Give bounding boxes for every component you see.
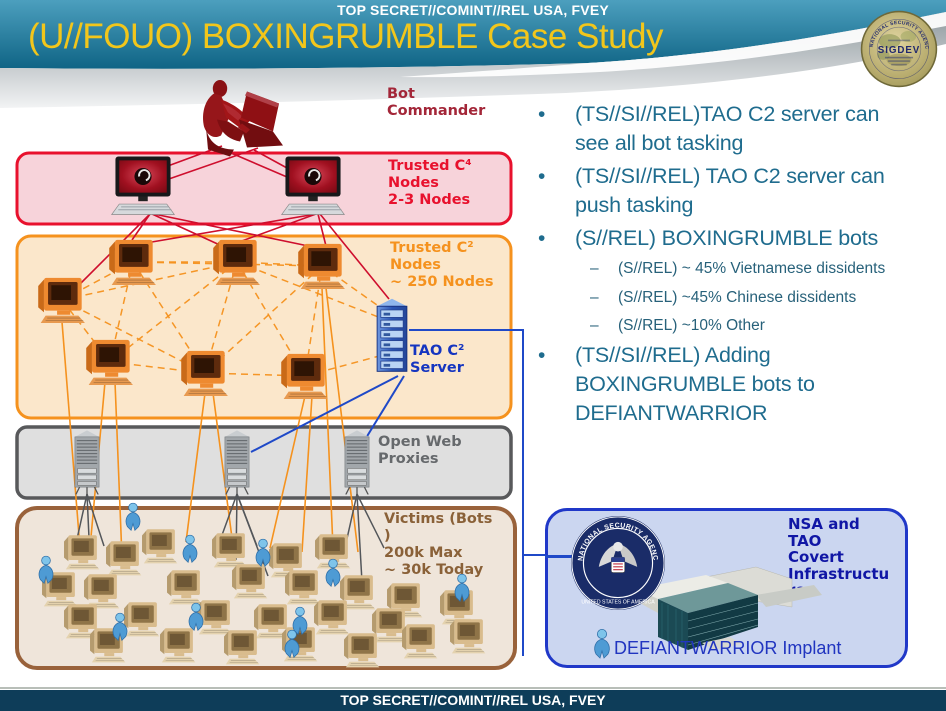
sub-bullet-item: – (S//REL) ~45% Chinese dissidents xyxy=(590,284,914,313)
implant-person-icon xyxy=(594,629,610,659)
footer-divider xyxy=(0,687,946,689)
victim-pc-icon xyxy=(166,569,203,605)
victim-pc-icon xyxy=(284,569,321,605)
c2-nodes-label: Trusted C² Nodes ~ 250 Nodes xyxy=(390,240,494,290)
bullet-item: • (TS//SI//REL) TAO C2 server can push ta… xyxy=(538,162,914,220)
c4-node-pc-icon xyxy=(280,156,346,216)
proxies-box xyxy=(15,425,513,500)
c4-node-pc-icon xyxy=(110,156,176,216)
victim-pc-icon xyxy=(449,618,486,654)
c2-node-pc-icon xyxy=(85,339,134,386)
bullet-item: • (TS//SI//REL) Adding BOXINGRUMBLE bots … xyxy=(538,341,914,428)
dash-marker: – xyxy=(590,260,599,277)
sub-bullet-item: – (S//REL) ~ 45% Vietnamese dissidents xyxy=(590,255,914,284)
bullet-text: (S//REL) BOXINGRUMBLE bots xyxy=(575,226,879,250)
c2-node-pc-icon xyxy=(37,277,86,324)
dash-marker: – xyxy=(590,317,599,334)
victim-pc-icon xyxy=(231,563,268,599)
c2-node-pc-icon xyxy=(297,243,346,290)
bullet-marker: • xyxy=(538,227,546,250)
tao-server-label: TAO C² Server xyxy=(410,343,465,376)
victim-pc-icon xyxy=(83,573,120,609)
victims-label: Victims (Bots ) 200k Max ~ 30k Today xyxy=(384,511,493,578)
c2-node-pc-icon xyxy=(212,239,261,286)
bot-commander-label: Bot Commander xyxy=(387,86,486,119)
sigdev-seal-text: SIGDEV xyxy=(878,45,920,56)
proxy-tower-icon xyxy=(74,429,100,495)
bullet-text: (S//REL) ~10% Other xyxy=(618,317,765,334)
victim-pc-icon xyxy=(105,540,142,576)
victim-pc-icon xyxy=(343,632,380,668)
bullet-text: (S//REL) ~45% Chinese dissidents xyxy=(618,288,857,306)
victim-pc-icon xyxy=(313,599,350,635)
c2-node-pc-icon xyxy=(108,239,157,286)
bullet-text: (TS//SI//REL)TAO C2 server can see all b… xyxy=(575,102,880,155)
nsa-seal-bottom-text: UNITED STATES OF AMERICA xyxy=(581,599,655,605)
sigdev-seal: NATIONAL SECURITY AGENCY SIGDEV xyxy=(860,10,938,88)
defiantwarrior-caption: DEFIANTWARRIOR Implant xyxy=(614,638,842,658)
c2-to-victim-links xyxy=(61,287,359,559)
tao-link-into-box xyxy=(545,555,581,558)
c2-node-pc-icon xyxy=(280,353,329,400)
bullet-item: • (S//REL) BOXINGRUMBLE bots xyxy=(538,224,914,253)
nsa-building-image xyxy=(636,566,822,650)
bullet-marker: • xyxy=(538,103,546,126)
bullet-list: • (TS//SI//REL)TAO C2 server can see all … xyxy=(538,100,914,432)
classification-banner-bottom: TOP SECRET//COMINT//REL USA, FVEY xyxy=(0,690,946,711)
proxy-tower-icon xyxy=(344,429,370,495)
c4-nodes-label: Trusted C⁴ Nodes 2-3 Nodes xyxy=(388,158,472,208)
bullet-item: • (TS//SI//REL)TAO C2 server can see all … xyxy=(538,100,914,158)
victim-pc-icon xyxy=(63,534,100,570)
bullet-text: (S//REL) ~ 45% Vietnamese dissidents xyxy=(618,260,886,277)
tao-server-links xyxy=(250,329,545,656)
nsa-infrastructure-label: NSA and TAO Covert Infrastructu re xyxy=(788,515,890,598)
classification-banner-top: TOP SECRET//COMINT//REL USA, FVEY xyxy=(337,2,609,18)
bullet-marker: • xyxy=(538,343,546,367)
tao-server-icon xyxy=(376,298,408,372)
c2-node-pc-icon xyxy=(180,350,229,397)
bullet-text: (TS//SI//REL) TAO C2 server can push tas… xyxy=(575,164,885,217)
victim-pc-icon xyxy=(123,601,160,637)
header-band xyxy=(0,0,946,108)
bot-commander-figure xyxy=(203,80,283,157)
nsa-infrastructure-box: NATIONAL SECURITY AGENCY UNITED STATES O… xyxy=(545,508,908,668)
sub-bullet-item: – (S//REL) ~10% Other xyxy=(590,312,914,341)
nsa-seal: NATIONAL SECURITY AGENCY UNITED STATES O… xyxy=(570,515,666,611)
victim-pc-icon xyxy=(141,528,178,564)
victim-pc-icon xyxy=(401,623,438,659)
victim-pc-icon xyxy=(211,532,248,568)
proxies-label: Open Web Proxies xyxy=(378,434,462,467)
dash-marker: – xyxy=(590,288,599,306)
bullet-text: (TS//SI//REL) Adding BOXINGRUMBLE bots t… xyxy=(575,342,815,425)
bullet-marker: • xyxy=(538,165,546,188)
victim-pc-icon xyxy=(159,627,196,663)
page-title: (U//FOUO) BOXINGRUMBLE Case Study xyxy=(28,17,664,56)
victim-pc-icon xyxy=(223,629,260,665)
proxy-tower-icon xyxy=(224,429,250,495)
